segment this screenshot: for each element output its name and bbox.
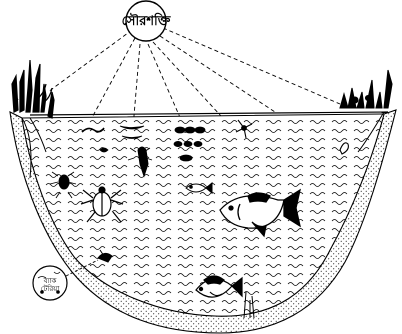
sun-label: সৌরশক্তি xyxy=(122,12,172,29)
sun: সৌরশক্তি xyxy=(122,1,172,41)
inset-label-line-2: টেরিয়া xyxy=(41,284,61,293)
inset-label-line-1: ব্যাক xyxy=(43,277,57,285)
